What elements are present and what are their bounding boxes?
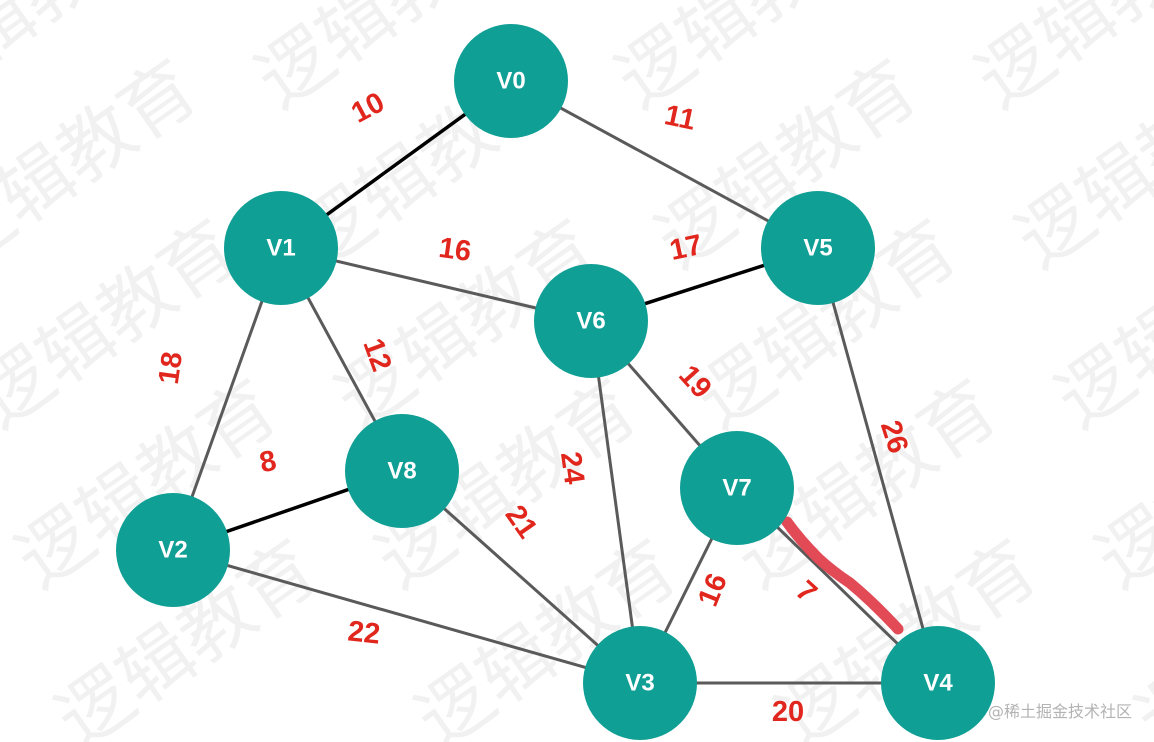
node-circle: [881, 626, 995, 740]
watermark-text: 逻辑教育: [961, 0, 1154, 125]
edge-weight-v7-v3: 16: [692, 569, 734, 611]
node-circle: [454, 24, 568, 138]
node-label: V6: [576, 308, 605, 335]
edge-weight-v2-v8: 8: [257, 445, 279, 480]
node-label: V3: [625, 670, 654, 697]
node-v7: V7: [680, 431, 794, 545]
node-label: V5: [803, 235, 832, 262]
node-circle: [761, 191, 875, 305]
edge-v6-v3: [589, 320, 642, 684]
node-v4: V4: [881, 626, 995, 740]
node-v5: V5: [761, 191, 875, 305]
node-v8: V8: [345, 414, 459, 528]
node-v0: V0: [454, 24, 568, 138]
edge-v0-v5: [510, 79, 819, 250]
edge-highlight-v7-v4: [781, 516, 904, 635]
node-circle: [345, 414, 459, 528]
node-label: V8: [387, 458, 416, 485]
node-v6: V6: [534, 264, 648, 378]
node-circle: [224, 191, 338, 305]
source-credit: @稀土掘金技术社区: [987, 702, 1132, 721]
node-circle: [534, 264, 648, 378]
edge-weight-v0-v5: 11: [662, 99, 699, 137]
node-v3: V3: [583, 626, 697, 740]
node-circle: [680, 431, 794, 545]
edge-weight-v5-v6: 17: [667, 229, 705, 267]
edge-weight-v3-v4: 20: [772, 696, 804, 728]
node-label: V2: [158, 537, 187, 564]
edge-v5-v4: [816, 247, 940, 684]
edge-v2-v3: [172, 548, 641, 685]
highlight-layer: [781, 516, 904, 635]
edge-weight-v6-v3: 24: [554, 450, 590, 486]
edge-weight-v1-v2: 18: [153, 350, 189, 386]
node-label: V4: [923, 670, 953, 697]
node-label: V7: [722, 475, 751, 502]
edge-weight-v0-v1: 10: [346, 86, 390, 129]
edge-weight-v1-v6: 16: [437, 232, 473, 268]
node-v1: V1: [224, 191, 338, 305]
edge-weight-v2-v3: 22: [346, 615, 381, 650]
node-circle: [583, 626, 697, 740]
node-circle: [116, 493, 230, 607]
node-label: V1: [266, 235, 295, 262]
node-label: V0: [496, 68, 525, 95]
node-v2: V2: [116, 493, 230, 607]
